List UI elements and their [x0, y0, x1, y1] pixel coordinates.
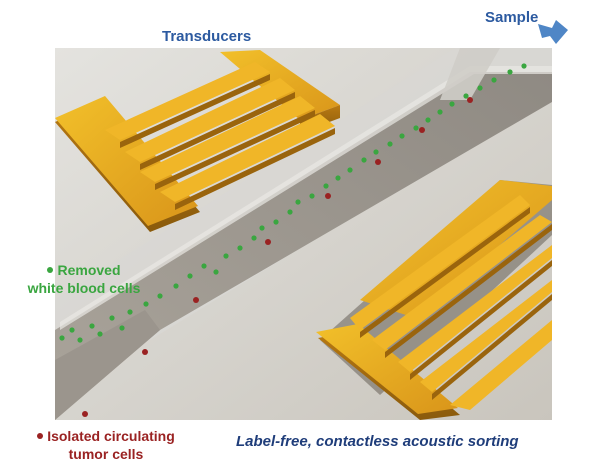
microfluidic-channel: [55, 72, 552, 420]
white-blood-cells-label: Removed white blood cells: [27, 262, 141, 296]
white-blood-cells: [59, 63, 527, 343]
red-dot-icon: [37, 433, 44, 440]
green-dot-icon: [47, 267, 54, 274]
sample-label: Sample: [485, 9, 539, 26]
transducer-top-left: [55, 50, 340, 232]
arrow-down-left-icon: [538, 20, 568, 44]
transducers-label: Transducers: [162, 28, 252, 45]
tumor-cells: [82, 97, 473, 417]
inlet-branch: [440, 48, 500, 100]
outlet-branch-lower: [55, 310, 160, 420]
transducer-bottom-right: [316, 180, 552, 420]
tumor-cells-label: Isolated circulating tumor cells: [16, 427, 196, 463]
caption: Label-free, contactless acoustic sorting: [236, 433, 519, 450]
